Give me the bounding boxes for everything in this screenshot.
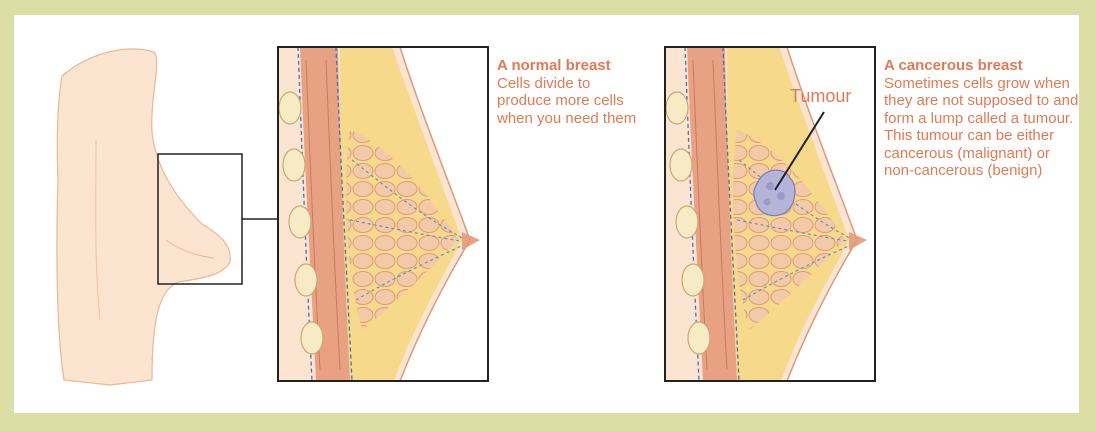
cancerous-breast-description: Sometimes cells grow when they are not s… [884, 75, 1084, 180]
torso-silhouette [57, 49, 278, 385]
cancerous-breast-caption: A cancerous breast Sometimes cells grow … [884, 57, 1084, 180]
cancerous-breast-title: A cancerous breast [884, 57, 1084, 75]
normal-breast-title: A normal breast [497, 57, 647, 75]
normal-breast-caption: A normal breast Cells divide to produce … [497, 57, 647, 127]
normal-breast-description: Cells divide to produce more cells when … [497, 75, 647, 128]
tumour-label: Tumour [790, 86, 851, 107]
normal-breast-illustration [278, 47, 488, 381]
